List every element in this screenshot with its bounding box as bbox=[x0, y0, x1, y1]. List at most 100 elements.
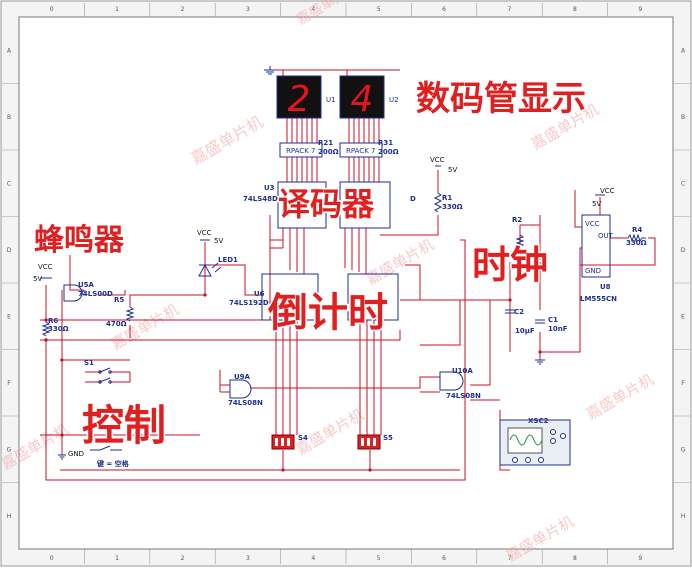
rpack-r21 bbox=[279, 142, 323, 158]
label-5v-right: 5V bbox=[592, 200, 601, 208]
ruler-row-label: F bbox=[681, 380, 685, 387]
scope-terminal[interactable] bbox=[560, 433, 566, 439]
ruler-col-label: 2 bbox=[181, 6, 185, 13]
label-u10a-part: 74LS08N bbox=[446, 392, 481, 400]
ground-symbol-top bbox=[264, 66, 276, 75]
dip-s4-key[interactable] bbox=[287, 438, 290, 446]
wire-led-r5 bbox=[129, 242, 206, 338]
led1-rays bbox=[211, 262, 222, 273]
resistor-r4 bbox=[627, 233, 646, 243]
dip-s5-key[interactable] bbox=[367, 438, 370, 446]
ruler-row-label: A bbox=[7, 47, 12, 54]
wire-s4-bus bbox=[275, 320, 298, 410]
ruler-col-label: 3 bbox=[246, 6, 250, 13]
wire-r1 bbox=[380, 170, 439, 236]
overlay-countdown: 倒计时 bbox=[267, 290, 388, 336]
components bbox=[40, 66, 646, 460]
wire-s4-in bbox=[275, 410, 298, 435]
rpack-r31 bbox=[339, 142, 383, 158]
wire-dec2-out bbox=[344, 228, 367, 254]
vcc-markers bbox=[40, 165, 605, 279]
label-vcc-left: VCC bbox=[38, 263, 53, 271]
label-u6: U6 bbox=[254, 290, 265, 298]
counter-u6 bbox=[261, 273, 319, 321]
label-555-vcc-pin: VCC bbox=[585, 220, 600, 228]
oscilloscope-xsc2[interactable] bbox=[499, 419, 571, 466]
dip-switch-s5[interactable] bbox=[357, 434, 381, 450]
switch-s1-pin bbox=[108, 380, 112, 384]
and-u10a bbox=[439, 371, 464, 391]
ruler-col-label: 5 bbox=[377, 6, 381, 13]
junction bbox=[44, 338, 48, 342]
label-u1: U1 bbox=[326, 96, 336, 104]
dip-switch-s4[interactable] bbox=[271, 434, 295, 450]
scope-terminal[interactable] bbox=[538, 457, 544, 463]
dip-s5-key[interactable] bbox=[373, 438, 376, 446]
junction bbox=[60, 358, 64, 362]
ruler-row-label: E bbox=[681, 313, 685, 320]
wire-buzzer bbox=[69, 255, 84, 291]
label-u5a: U5A bbox=[78, 281, 95, 289]
wire-led-out bbox=[204, 264, 262, 296]
label-c1: C1 bbox=[548, 316, 558, 324]
junction bbox=[60, 433, 64, 437]
ruler-col-label: 9 bbox=[638, 555, 642, 562]
junction bbox=[538, 350, 542, 354]
wire-switch-gnd bbox=[60, 450, 460, 471]
switch-key bbox=[90, 445, 122, 451]
ruler-col-label: 9 bbox=[638, 6, 642, 13]
wires bbox=[40, 69, 656, 481]
label-r31: R31 bbox=[378, 139, 393, 147]
nand-u5a-bubble bbox=[81, 290, 87, 296]
display-u2-digit: 4 bbox=[351, 79, 374, 120]
label-u9a-part: 74LS08N bbox=[228, 399, 263, 407]
label-c1-value: 10nF bbox=[548, 325, 568, 333]
label-s5: S5 bbox=[383, 434, 393, 442]
dip-s4-key[interactable] bbox=[275, 438, 278, 446]
label-r21: R21 bbox=[318, 139, 333, 147]
ruler-row-label: D bbox=[7, 247, 12, 254]
ruler-row-label: G bbox=[7, 446, 12, 453]
and-u9a bbox=[229, 379, 252, 399]
label-u9a: U9A bbox=[234, 373, 251, 381]
label-5v-led: 5V bbox=[214, 237, 223, 245]
label-5v-r1: 5V bbox=[448, 166, 457, 174]
wire-s1 bbox=[85, 371, 131, 383]
decoder-u3 bbox=[277, 181, 327, 229]
scope-terminal[interactable] bbox=[550, 438, 556, 444]
ruler-col-label: 4 bbox=[311, 6, 315, 13]
label-c2-value: 10µF bbox=[515, 327, 535, 335]
dip-s5-key[interactable] bbox=[361, 438, 364, 446]
wire-u9a-in bbox=[219, 370, 230, 393]
decoder-u4 bbox=[339, 181, 391, 229]
dip-s4-key[interactable] bbox=[281, 438, 284, 446]
label-555-gnd-pin: GND bbox=[585, 267, 601, 275]
label-u6-part: 74LS192D bbox=[229, 299, 269, 307]
wire-counter-bus1 bbox=[270, 247, 305, 274]
scope-terminal[interactable] bbox=[512, 457, 518, 463]
ruler-col-label: 1 bbox=[115, 6, 119, 13]
label-r5: R5 bbox=[114, 296, 124, 304]
label-c2: C2 bbox=[514, 308, 524, 316]
ruler-row-label: A bbox=[681, 47, 686, 54]
ruler-col-label: 7 bbox=[508, 6, 512, 13]
scope-terminal[interactable] bbox=[525, 457, 531, 463]
label-gnd: GND bbox=[68, 450, 84, 458]
label-u2: U2 bbox=[389, 96, 399, 104]
ruler-row-label: C bbox=[7, 180, 11, 187]
label-rpack-2: RPACK 7 bbox=[346, 147, 375, 155]
label-vcc-led: VCC bbox=[197, 229, 212, 237]
resistor-r5 bbox=[125, 306, 135, 322]
label-xsc2: XSC2 bbox=[528, 417, 549, 425]
ruler-col-label: 0 bbox=[50, 555, 54, 562]
ruler-col-label: 5 bbox=[377, 555, 381, 562]
label-555-out-pin: OUT bbox=[598, 232, 614, 240]
resistor-r6 bbox=[41, 321, 51, 337]
timer-u8 bbox=[581, 214, 611, 278]
overlay-decoder: 译码器 bbox=[278, 185, 375, 223]
wire-ground-bus bbox=[270, 69, 400, 76]
scope-terminal[interactable] bbox=[550, 429, 556, 435]
ruler-row-label: G bbox=[681, 446, 686, 453]
